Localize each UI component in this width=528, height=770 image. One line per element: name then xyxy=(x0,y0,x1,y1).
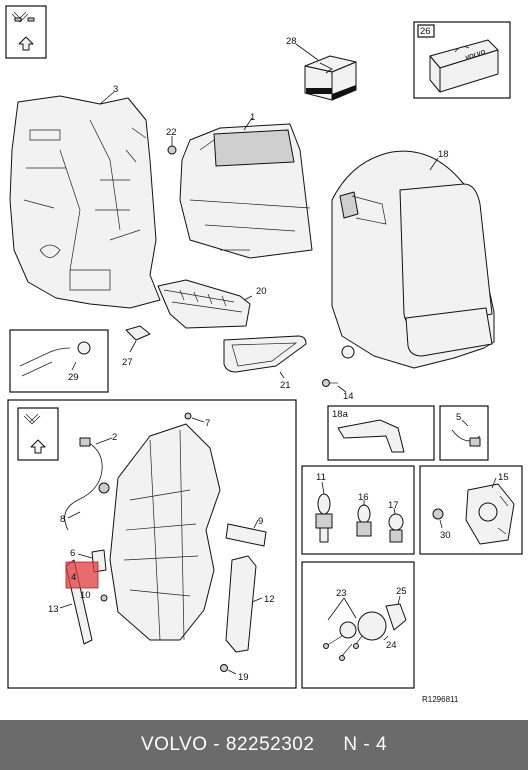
callout-30: 30 xyxy=(440,530,451,541)
part-11-bulb: 11 xyxy=(315,472,333,543)
footer-gap xyxy=(314,734,343,756)
part-15-30-box: 15 30 xyxy=(419,465,523,555)
callout-25: 25 xyxy=(396,586,407,597)
part-23-24-25-box: 23 25 24 xyxy=(301,561,415,689)
callout-3: 3 xyxy=(113,84,118,95)
callout-21: 21 xyxy=(280,380,291,391)
callout-20: 20 xyxy=(256,286,267,297)
footer-bar: VOLVO - 82252302 N - 4 xyxy=(0,720,528,770)
part-1-tail-lamp: 1 xyxy=(179,112,313,259)
callout-9: 9 xyxy=(258,516,263,527)
callout-15: 15 xyxy=(498,472,509,483)
callout-22: 22 xyxy=(166,127,177,138)
part-29-wire-box: 29 xyxy=(9,329,109,393)
part-3-lamp-housing: 3 xyxy=(9,84,161,309)
callout-10: 10 xyxy=(80,590,91,601)
part-26-case-box: 26 VOLVO xyxy=(413,21,511,99)
part-21-gasket: 21 xyxy=(223,335,307,391)
part-28-box: 28 xyxy=(286,36,357,101)
arrow-up-icon xyxy=(18,36,34,51)
arrow-up-icon-small xyxy=(30,439,46,454)
bulb-kit-icon-box xyxy=(5,5,47,59)
callout-2: 2 xyxy=(112,432,117,443)
part-14-screw: 14 xyxy=(322,379,354,402)
callout-23: 23 xyxy=(336,588,347,599)
callout-26: 26 xyxy=(420,26,431,37)
callout-12: 12 xyxy=(264,594,275,605)
callout-13: 13 xyxy=(48,604,59,615)
bulb-kit-icon xyxy=(11,11,35,23)
footer-part-number: 82252302 xyxy=(225,734,315,755)
figure-reference: R1296811 xyxy=(422,695,459,704)
part-4-highlight xyxy=(65,561,99,589)
footer-separator: - xyxy=(207,734,226,755)
part-16-bulb: 16 xyxy=(356,492,372,537)
callout-7: 7 xyxy=(205,418,210,429)
part-27-clip: 27 xyxy=(122,325,151,368)
callout-18: 18 xyxy=(438,149,449,160)
exploded-assembly-box: 2 7 8 9 12 19 13 6 4 10 xyxy=(7,399,297,689)
part-22-screw: 22 xyxy=(166,127,177,155)
callout-28: 28 xyxy=(286,36,297,47)
callout-6: 6 xyxy=(70,548,75,559)
part-18-body-panel: 18 xyxy=(331,149,495,369)
callout-11: 11 xyxy=(316,472,326,483)
part-17-bulb: 17 xyxy=(388,500,404,543)
part-20-lamp: 20 xyxy=(157,279,267,329)
callout-14: 14 xyxy=(343,391,354,402)
bulbs-box: 11 16 17 xyxy=(301,465,415,555)
callout-1: 1 xyxy=(250,112,255,123)
callout-4: 4 xyxy=(71,572,76,583)
parts-diagram: 28 26 VOLVO 3 22 1 xyxy=(5,5,523,704)
callout-27: 27 xyxy=(122,357,133,368)
callout-17: 17 xyxy=(388,500,399,511)
callout-24: 24 xyxy=(386,640,397,651)
callout-8: 8 xyxy=(60,514,65,525)
callout-18a: 18a xyxy=(332,409,349,420)
callout-19: 19 xyxy=(238,672,249,683)
part-5-box: 5 xyxy=(439,405,489,461)
callout-5: 5 xyxy=(456,412,461,423)
bulb-kit-icon-small xyxy=(17,407,59,461)
footer-brand: VOLVO xyxy=(140,734,208,755)
part-18a-box: 18a xyxy=(327,405,435,461)
callout-16: 16 xyxy=(358,492,369,503)
footer-position: N - 4 xyxy=(343,734,388,755)
callout-29: 29 xyxy=(68,372,79,383)
